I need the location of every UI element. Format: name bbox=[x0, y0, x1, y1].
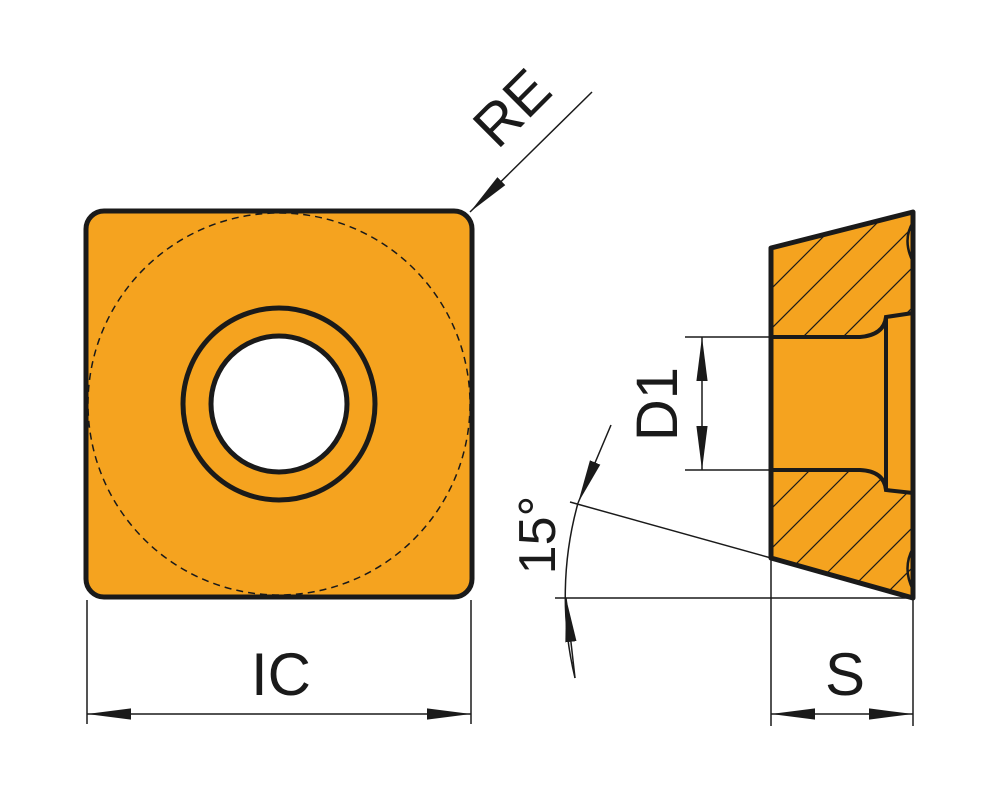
angle-label: 15° bbox=[509, 496, 567, 575]
center-hole bbox=[208, 333, 350, 475]
angle-dimension: 15° bbox=[509, 424, 913, 679]
re-dimension: RE bbox=[461, 57, 593, 213]
inscribed-circle bbox=[87, 212, 471, 596]
ic-label: IC bbox=[251, 641, 311, 708]
s-label: S bbox=[825, 641, 865, 708]
front-view bbox=[83, 208, 475, 600]
d1-label: D1 bbox=[625, 367, 690, 441]
bore bbox=[769, 310, 915, 496]
ic-dimension: IC bbox=[86, 600, 472, 724]
s-dimension: S bbox=[770, 560, 914, 726]
re-label: RE bbox=[461, 57, 564, 160]
d1-dimension: D1 bbox=[625, 336, 771, 471]
